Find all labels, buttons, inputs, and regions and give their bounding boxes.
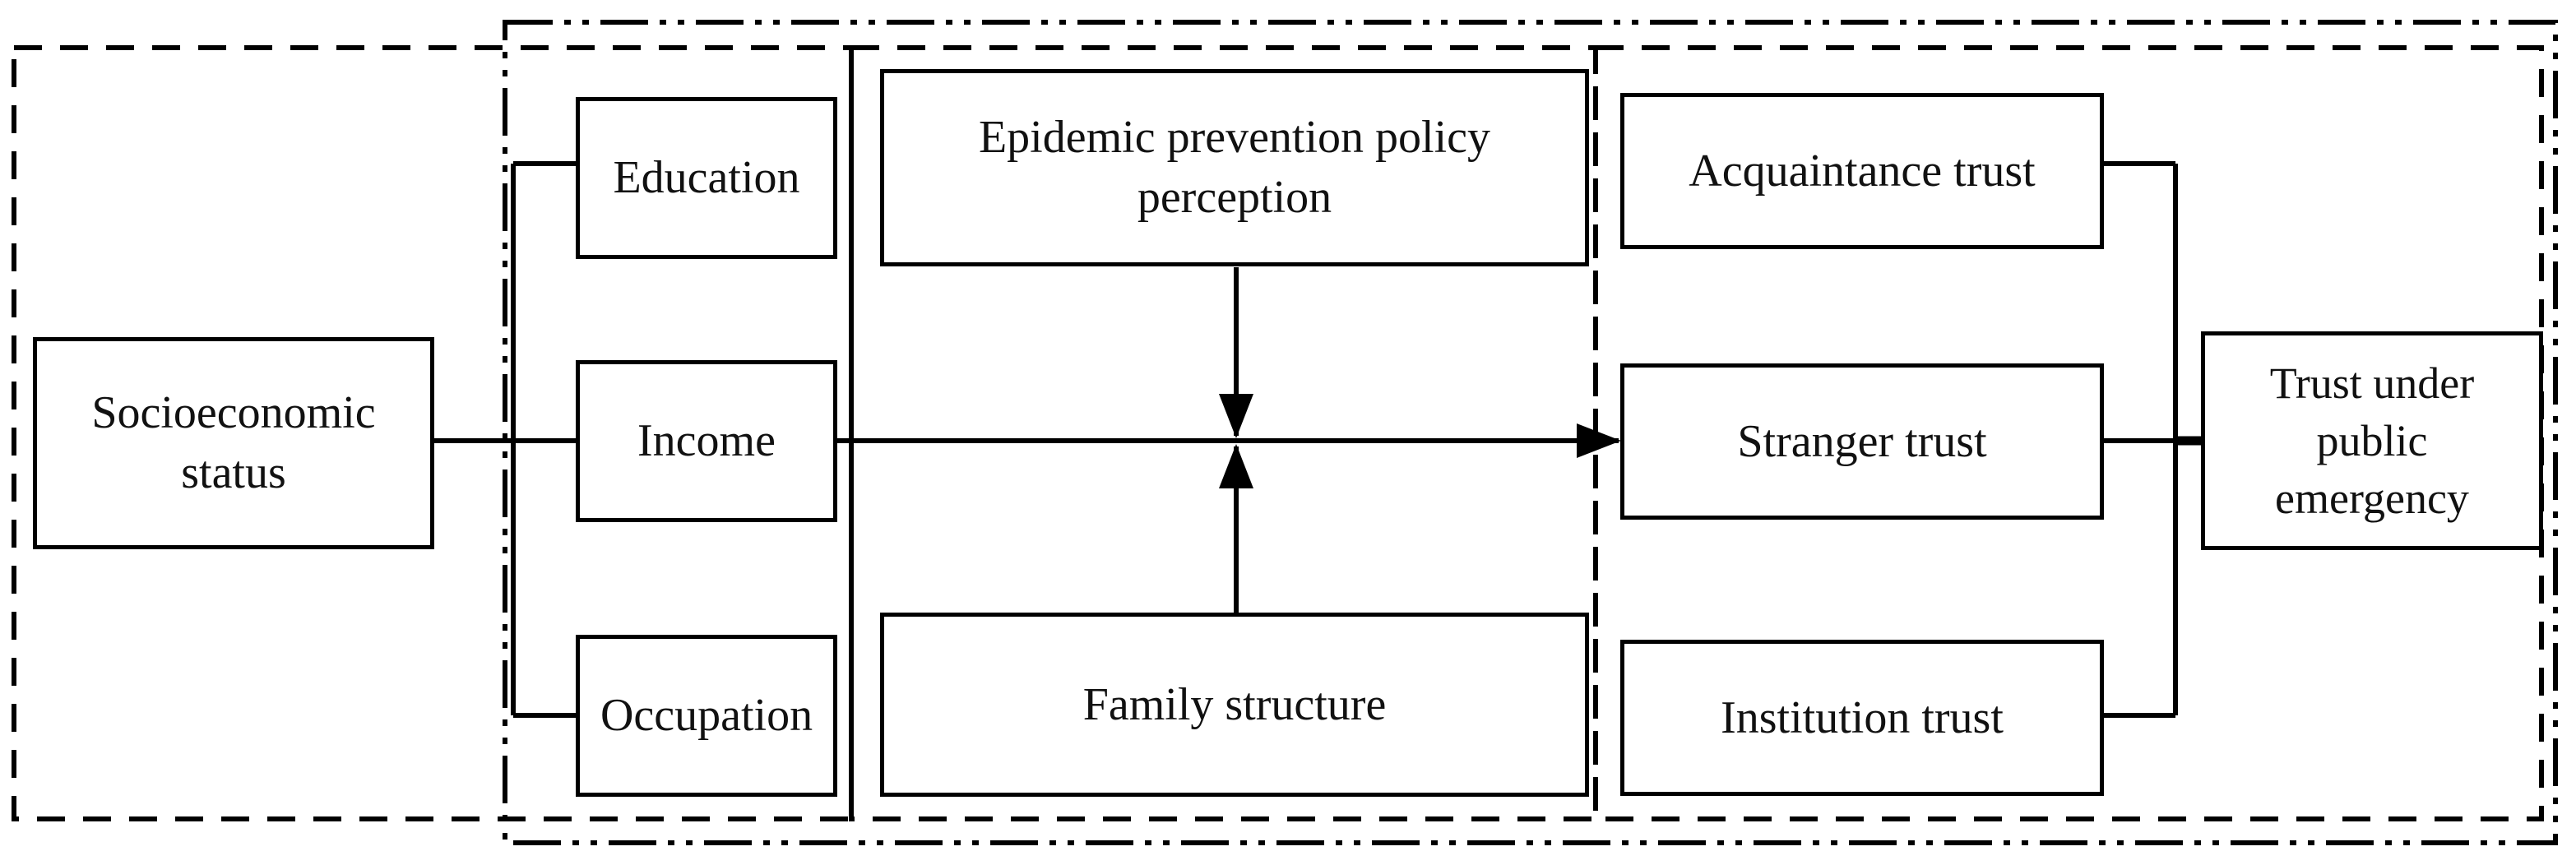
node-education[interactable]: Education <box>576 97 837 259</box>
node-institution-trust-label: Institution trust <box>1721 692 2004 743</box>
node-trust-under-public-emergency[interactable]: Trust under public emergency <box>2201 331 2543 550</box>
node-epidemic-policy-perception-line-2: perception <box>1137 172 1332 223</box>
node-family-structure[interactable]: Family structure <box>880 613 1589 797</box>
node-acquaintance-trust[interactable]: Acquaintance trust <box>1620 93 2104 249</box>
node-socioeconomic-status-line-2: status <box>181 447 286 498</box>
node-socioeconomic-status-line-1: Socioeconomic <box>91 387 376 439</box>
node-stranger-trust[interactable]: Stranger trust <box>1620 363 2104 520</box>
node-trust-under-public-emergency-line-2: public <box>2316 415 2428 465</box>
node-acquaintance-trust-label: Acquaintance trust <box>1689 145 2036 197</box>
node-occupation-label: Occupation <box>600 690 813 742</box>
node-trust-under-public-emergency-line-3: emergency <box>2275 474 2469 524</box>
node-epidemic-policy-perception-line-1: Epidemic prevention policy <box>978 112 1491 164</box>
node-income-label: Income <box>637 415 776 467</box>
node-epidemic-policy-perception[interactable]: Epidemic prevention policy perception <box>880 69 1589 266</box>
node-occupation[interactable]: Occupation <box>576 635 837 797</box>
node-socioeconomic-status[interactable]: Socioeconomic status <box>33 337 434 549</box>
node-income[interactable]: Income <box>576 360 837 522</box>
node-education-label: Education <box>613 152 800 204</box>
node-stranger-trust-label: Stranger trust <box>1737 415 1987 467</box>
node-institution-trust[interactable]: Institution trust <box>1620 640 2104 796</box>
node-trust-under-public-emergency-line-1: Trust under <box>2269 358 2475 408</box>
node-family-structure-label: Family structure <box>1082 678 1387 730</box>
